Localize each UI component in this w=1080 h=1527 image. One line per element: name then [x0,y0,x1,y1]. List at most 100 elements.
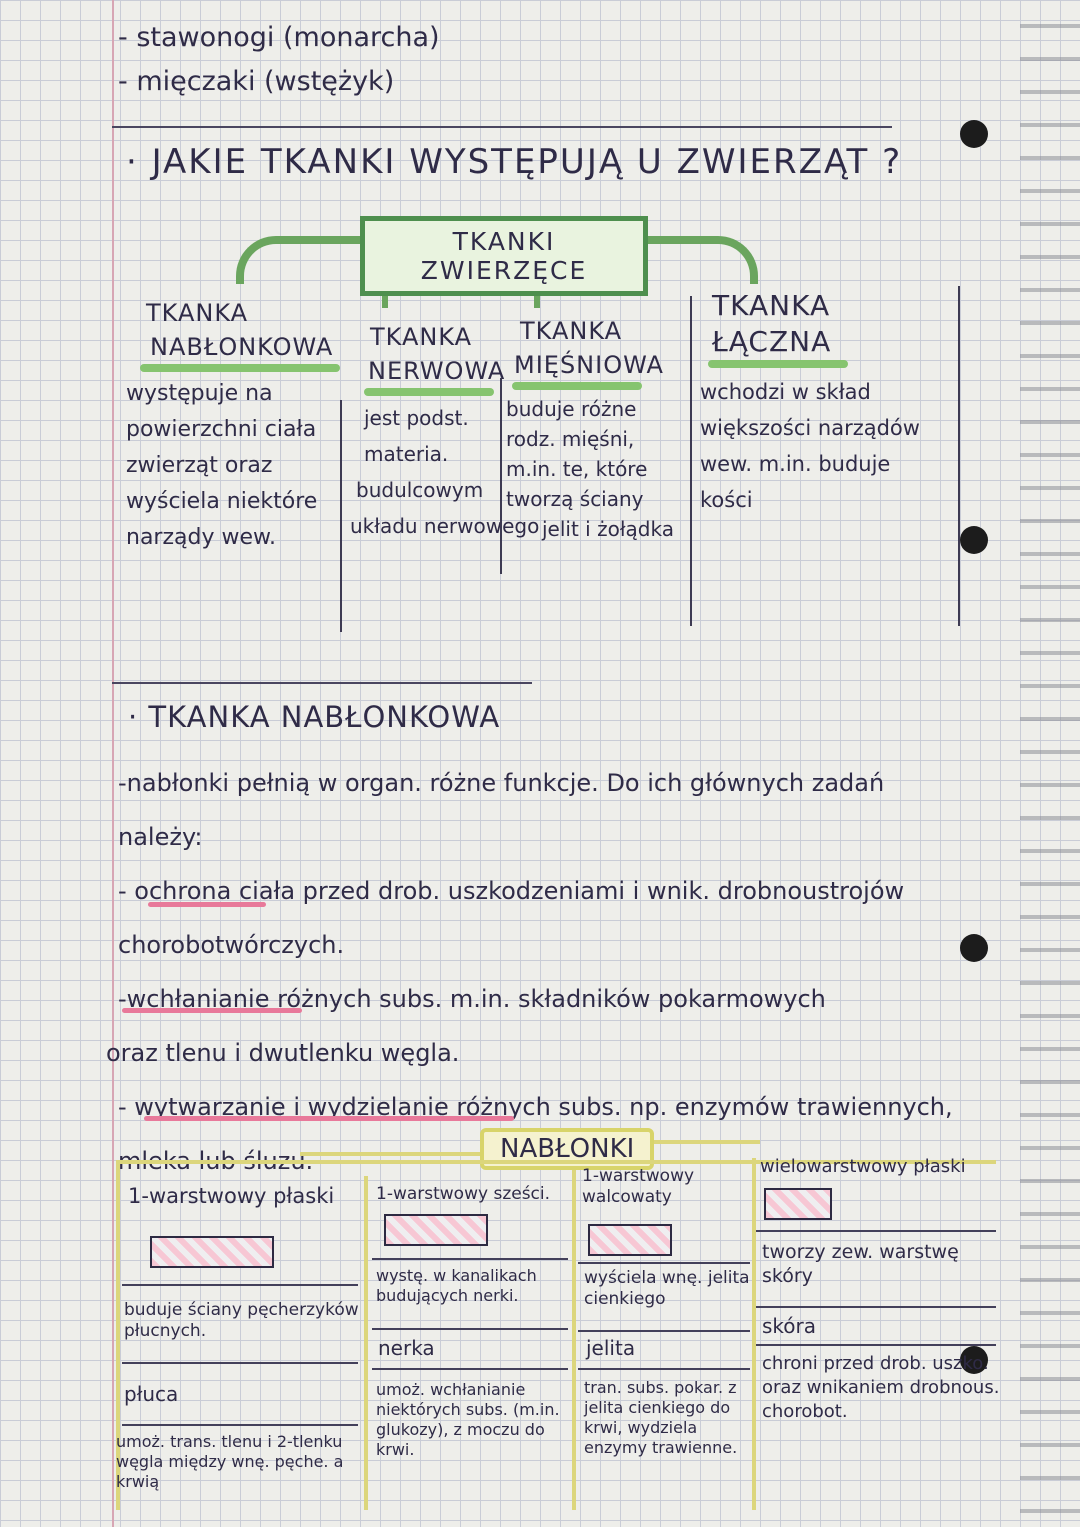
text-line: - wytwarzanie i wydzielanie różnych subs… [118,1093,953,1121]
tissue-column-connective: TKANKA ŁĄCZNA wchodzi w skład większości… [700,288,950,518]
desc-line: tworzą ściany [506,487,644,511]
title-highlight [708,360,848,368]
epithelium-name: wielowarstwowy płaski [760,1156,966,1177]
row-divider [122,1362,358,1364]
tree-connector [630,1140,760,1144]
text-line: - ochrona ciała przed drob. uszkodzeniam… [118,877,905,905]
text-line: chorobotwórczych. [118,931,345,959]
tissue-column-muscle: TKANKA MIĘŚNIOWA buduje różne rodz. mięś… [506,314,686,544]
tissue-title: TKANKA [146,299,249,327]
text-line: należy: [118,823,203,851]
desc-line: kości [700,488,753,512]
epithelium-function: chroni przed drob. uszko. oraz wnikaniem… [762,1353,1000,1422]
binder-hole [960,526,988,554]
desc-line: wew. m.in. buduje [700,452,891,476]
epithelium-function: tran. subs. pokar. z jelita cienkiego do… [584,1378,738,1457]
epithelium-location: wystę. w kanalikach budujących nerki. [376,1266,537,1305]
epithelium-location: wyściela wnę. jelita cienkiego [584,1268,750,1309]
root-box-animal-tissues: TKANKI ZWIERZĘCE [360,216,648,296]
tissue-column-epithelial: TKANKA NABŁONKOWA występuje na powierzch… [126,296,341,556]
tree-connector [632,236,758,284]
tissue-title: NABŁONKOWA [150,333,334,361]
desc-line: jelit i żołądka [542,517,674,541]
cell-diagram-icon [384,1214,488,1246]
binder-hole [960,120,988,148]
desc-line: wchodzi w skład [700,380,871,404]
desc-line: powierzchni ciała [126,417,317,442]
desc-line: większości narządów [700,416,920,440]
question-heading: · JAKIE TKANKI WYSTĘPUJĄ U ZWIERZĄT ? [126,142,903,182]
highlight-wytwarzanie [144,1116,514,1121]
binder-hole [960,1346,988,1374]
tissue-description: występuje na powierzchni ciała zwierząt … [126,376,341,556]
tissue-description: jest podst. materia. budulcowym układu n… [350,400,540,544]
highlight-ochrona [148,902,266,907]
row-divider [122,1424,358,1426]
text-line: -wchłanianie różnych subs. m.in. składni… [118,985,826,1013]
desc-line: rodz. mięśni, [506,427,635,451]
text-line: -nabłonki pełnią w organ. różne funkcje.… [118,769,885,797]
table-border [572,1170,576,1510]
desc-line: układu nerwowego [350,514,540,538]
tissue-title: TKANKA [712,289,831,322]
tissue-title: MIĘŚNIOWA [514,351,664,379]
tissue-title: TKANKA [520,317,623,345]
column-divider [500,378,502,574]
tree-connector [236,236,372,284]
desc-line: zwierząt oraz [126,453,273,478]
row-divider [756,1344,996,1346]
row-divider [756,1230,996,1232]
cell-diagram-icon [150,1236,274,1268]
desc-line: narządy wew. [126,525,276,550]
column-divider [958,286,960,626]
tissue-column-nervous: TKANKA NERWOWA jest podst. materia. budu… [350,320,540,544]
column-divider [690,296,692,626]
epithelium-name: 1-warstwowy sześci. [376,1184,551,1204]
list-item: - stawonogi (monarcha) [118,22,440,53]
title-highlight [512,382,642,390]
row-divider [578,1262,750,1264]
highlight-wchlanianie [122,1008,302,1013]
binder-hole [960,934,988,962]
section-divider [112,126,892,128]
table-border [116,1160,120,1510]
title-highlight [364,388,494,396]
epithelium-location: tworzy zew. warstwę skóry [762,1241,959,1287]
tissue-description: wchodzi w skład większości narządów wew.… [700,374,950,518]
functions-text: -nabłonki pełnią w organ. różne funkcje.… [106,756,1018,1188]
desc-line: materia. [364,442,449,466]
epithelium-location: buduje ściany pęcherzyków płucnych. [124,1300,359,1341]
tree-connector [300,1152,480,1156]
row-divider [372,1368,568,1370]
notebook-spiral [1020,0,1080,1527]
desc-line: m.in. te, które [506,457,648,481]
cell-diagram-icon [588,1224,672,1256]
table-border [364,1176,368,1510]
epithelium-organ: jelita [586,1336,636,1360]
row-divider [372,1258,568,1260]
title-highlight [140,364,340,372]
epithelium-name: 1-warstwowy walcowaty [582,1166,695,1207]
desc-line: buduje różne [506,397,637,421]
tissue-description: buduje różne rodz. mięśni, m.in. te, któ… [506,394,686,544]
epithelium-organ: skóra [762,1314,817,1338]
tissue-title: ŁĄCZNA [712,325,832,358]
row-divider [578,1330,750,1332]
tissue-title: TKANKA [370,323,473,351]
epithelium-function: umoż. wchłanianie niektórych subs. (m.in… [376,1380,560,1459]
row-divider [122,1284,358,1286]
epithelium-function: umoż. trans. tlenu i 2-tlenku węgla międ… [116,1432,344,1491]
tissue-title: NERWOWA [368,357,506,385]
desc-line: występuje na [126,381,273,406]
table-border [116,1160,996,1164]
cell-diagram-icon [764,1188,832,1220]
epithelium-organ: płuca [124,1382,179,1406]
table-border [752,1158,756,1510]
column-divider [340,400,342,632]
desc-line: budulcowym [356,478,484,502]
desc-line: jest podst. [364,406,469,430]
epithelium-name: 1-warstwowy płaski [128,1184,335,1208]
epithelium-organ: nerka [378,1336,435,1360]
row-divider [756,1306,996,1308]
desc-line: wyściela niektóre [126,489,318,514]
